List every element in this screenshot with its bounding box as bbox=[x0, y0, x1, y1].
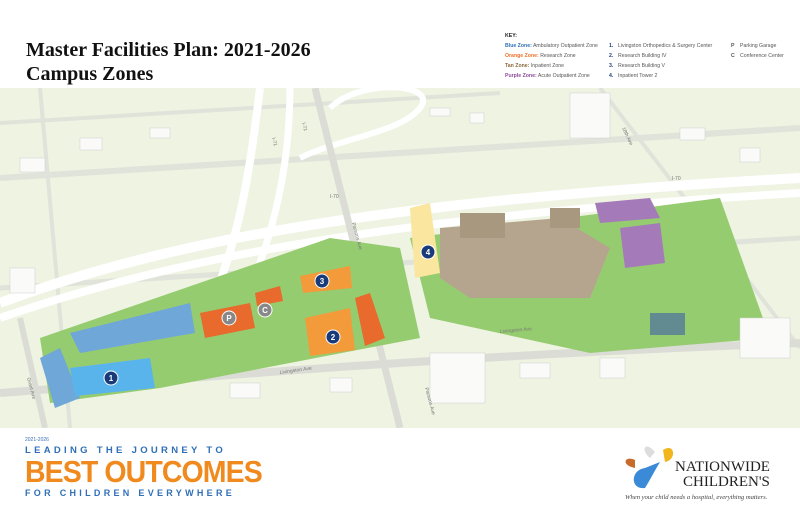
building-label: Inpatient Tower 2 bbox=[618, 73, 658, 79]
zone-name: Purple Zone: bbox=[505, 73, 537, 79]
key-conference: C Conference Center bbox=[731, 53, 791, 63]
key-parking: P Parking Garage bbox=[731, 43, 791, 53]
key-zone-blue: Blue Zone: Ambulatory Outpatient Zone bbox=[505, 43, 601, 53]
key-zone-orange: Orange Zone: Research Zone bbox=[505, 53, 601, 63]
key-zones: Blue Zone: Ambulatory Outpatient Zone Or… bbox=[505, 43, 601, 83]
building-number: 2. bbox=[609, 53, 614, 59]
title-line-2: Campus Zones bbox=[26, 63, 154, 85]
org-line-1: NATIONWIDE bbox=[675, 459, 770, 475]
zone-desc: Acute Outpatient Zone bbox=[537, 73, 590, 79]
title-line-1: Master Facilities Plan: 2021-2026 bbox=[26, 39, 311, 61]
label-i70: I-70 bbox=[330, 194, 339, 200]
tan-zone-buildings bbox=[410, 203, 610, 298]
page-title: Master Facilities Plan: 2021-2026 Campus… bbox=[26, 38, 311, 86]
code-label: Parking Garage bbox=[740, 43, 777, 49]
label-i71: I-71 bbox=[300, 122, 308, 132]
building-label: Research Building V bbox=[618, 63, 666, 69]
label-livingston-ave: Livingston Ave bbox=[500, 326, 533, 335]
map-key: KEY: Blue Zone: Ambulatory Outpatient Zo… bbox=[505, 33, 795, 85]
playground-court bbox=[650, 313, 685, 335]
campaign-line-1: LEADING THE JOURNEY TO bbox=[25, 445, 227, 456]
campaign-years: 2021-2026 bbox=[25, 437, 49, 443]
label-grant-ave: Grant Ave bbox=[25, 377, 37, 400]
zone-desc: Inpatient Zone bbox=[530, 63, 565, 69]
campaign-line-2: BEST OUTCOMES bbox=[25, 454, 263, 489]
marker-label: 4 bbox=[426, 248, 431, 257]
purple-zone-buildings bbox=[595, 198, 665, 268]
marker-conference[interactable]: C bbox=[257, 302, 273, 318]
label-livingston-ave: Livingston Ave bbox=[279, 366, 312, 376]
building-4 bbox=[410, 203, 440, 278]
org-name: NATIONWIDE CHILDREN'S bbox=[675, 460, 770, 490]
key-zone-tan: Tan Zone: Inpatient Zone bbox=[505, 63, 601, 73]
i70-highway-lane bbox=[0, 189, 800, 322]
highways bbox=[0, 88, 800, 330]
marker-parking[interactable]: P bbox=[221, 310, 237, 326]
key-building: 2. Research Building IV bbox=[609, 53, 721, 63]
butterflies-icon bbox=[625, 446, 674, 489]
marker-label: 2 bbox=[331, 333, 336, 342]
marker-label: P bbox=[226, 314, 232, 323]
tagline: When your child needs a hospital, everyt… bbox=[625, 494, 768, 501]
label-i71: I-71 bbox=[270, 137, 278, 147]
nationwide-childrens-logo: NATIONWIDE CHILDREN'S When your child ne… bbox=[615, 440, 795, 510]
marker-3[interactable]: 3 bbox=[314, 273, 330, 289]
key-building: 1. Livingston Orthopedics & Surgery Cente… bbox=[609, 43, 721, 53]
i70-highway bbox=[0, 173, 800, 308]
zone-desc: Ambulatory Outpatient Zone bbox=[532, 43, 598, 49]
campus-map: I-71 I-71 I-70 I-70 Parsons Ave Parsons … bbox=[0, 88, 800, 428]
building-number: 3. bbox=[609, 63, 614, 69]
label-i70: I-70 bbox=[672, 176, 681, 182]
org-line-2: CHILDREN'S bbox=[683, 474, 770, 490]
grant-ave bbox=[17, 317, 48, 428]
marker-label: 3 bbox=[320, 277, 325, 286]
marker-1[interactable]: 1 bbox=[103, 370, 119, 386]
marker-2[interactable]: 2 bbox=[325, 329, 341, 345]
campaign-logo: 2021-2026 LEADING THE JOURNEY TO BEST OU… bbox=[25, 437, 263, 499]
code: P bbox=[731, 43, 735, 49]
building-label: Livingston Orthopedics & Surgery Center bbox=[618, 43, 713, 49]
building-number: 1. bbox=[609, 43, 614, 49]
key-building: 3. Research Building V bbox=[609, 63, 721, 73]
zone-desc: Research Zone bbox=[540, 53, 576, 59]
key-building: 4. Inpatient Tower 2 bbox=[609, 73, 721, 83]
marker-4[interactable]: 4 bbox=[420, 244, 436, 260]
key-heading: KEY: bbox=[505, 33, 518, 39]
building-number: 4. bbox=[609, 73, 614, 79]
building-label: Research Building IV bbox=[618, 53, 667, 59]
campaign-line-3: FOR CHILDREN EVERYWHERE bbox=[25, 488, 236, 498]
key-zone-purple: Purple Zone: Acute Outpatient Zone bbox=[505, 73, 601, 83]
key-other: P Parking Garage C Conference Center bbox=[731, 43, 791, 63]
zone-name: Tan Zone: bbox=[505, 63, 530, 69]
marker-label: 1 bbox=[109, 374, 114, 383]
code: C bbox=[731, 53, 735, 59]
code-label: Conference Center bbox=[740, 53, 784, 59]
marker-label: C bbox=[262, 306, 268, 315]
interchange-ramp bbox=[298, 88, 426, 161]
zone-name: Blue Zone: bbox=[505, 43, 532, 49]
key-buildings: 1. Livingston Orthopedics & Surgery Cente… bbox=[609, 43, 721, 83]
surrounding-buildings bbox=[9, 92, 791, 404]
zone-name: Orange Zone: bbox=[505, 53, 539, 59]
